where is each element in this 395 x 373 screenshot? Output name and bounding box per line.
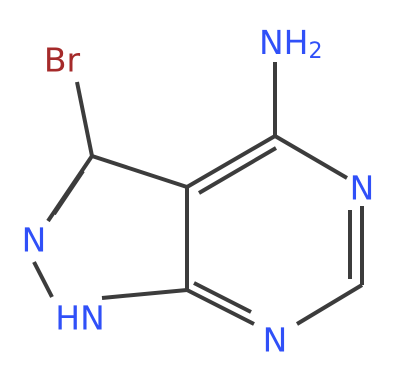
- pyrimidine-n5-label: N: [350, 169, 375, 208]
- bond-c3a-c4: [185, 134, 277, 189]
- bond-n1-c7a: [101, 288, 188, 300]
- pyrazole-n2-label: N: [22, 221, 47, 260]
- bond-n2-n1: [32, 261, 54, 298]
- bond-c3a-c4-inner: [197, 146, 278, 195]
- bond-c6-n7: [295, 283, 364, 326]
- bromine-label: Br: [44, 41, 81, 80]
- pyrimidine-n7-label: N: [263, 321, 288, 360]
- bond-n7-c7a: [186, 288, 255, 326]
- amine-symbol: NH: [259, 23, 309, 62]
- bond-n7-c7a-inner: [193, 281, 252, 314]
- amine-label: NH2: [259, 23, 323, 64]
- pyrazole-n1h-label: HN: [55, 299, 105, 338]
- bond-c3-n2-inner: [52, 169, 85, 216]
- amine-subscript: 2: [309, 39, 323, 64]
- bond-c4-n5: [273, 134, 349, 180]
- bond-c3-c3a: [91, 154, 188, 189]
- bond-c3-br: [75, 81, 94, 157]
- bond-group: [32, 62, 364, 326]
